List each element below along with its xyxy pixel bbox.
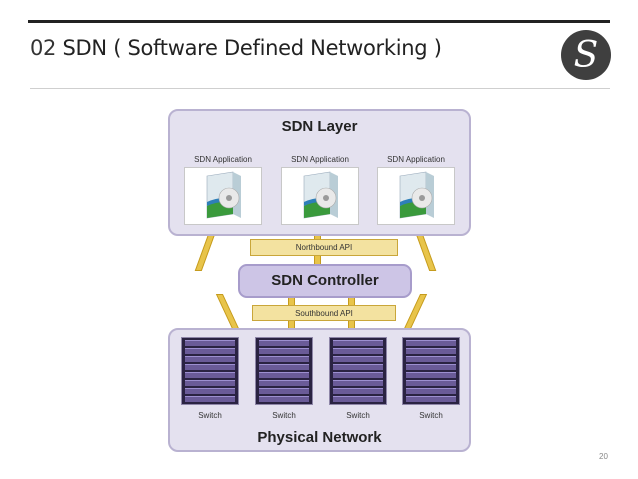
top-rule (28, 20, 610, 23)
switch-label: Switch (198, 411, 222, 420)
northbound-api-bar: Northbound API (250, 239, 398, 256)
title-text: SDN ( Software Defined Networking ) (62, 36, 442, 60)
switch: Switch (402, 337, 460, 420)
sdn-application: SDN Application (377, 154, 455, 225)
switch: Switch (329, 337, 387, 420)
physical-network-title: Physical Network (257, 429, 382, 446)
app-label: SDN Application (291, 155, 349, 164)
sdn-controller-box: SDN Controller (238, 264, 412, 298)
page-number: 20 (599, 452, 608, 461)
sdn-layer-title: SDN Layer (281, 118, 358, 135)
switch-rack-icon (402, 337, 460, 405)
switch: Switch (255, 337, 313, 420)
switch-rack-icon (329, 337, 387, 405)
switch-label: Switch (272, 411, 296, 420)
app-label: SDN Application (387, 155, 445, 164)
switch-label: Switch (419, 411, 443, 420)
switch-rack-icon (181, 337, 239, 405)
switch-label: Switch (346, 411, 370, 420)
app-box-icon (184, 167, 262, 225)
southbound-api-bar: Southbound API (252, 305, 396, 321)
app-box-icon (377, 167, 455, 225)
sdn-application: SDN Application (281, 154, 359, 225)
sdn-layer-box: SDN Layer SDN Application SDN Applicatio… (168, 109, 471, 236)
app-label: SDN Application (194, 155, 252, 164)
title-divider (30, 88, 610, 89)
slide-title: 02 SDN ( Software Defined Networking ) (30, 36, 442, 60)
switch: Switch (181, 337, 239, 420)
switch-rack-icon (255, 337, 313, 405)
app-box-icon (281, 167, 359, 225)
title-number: 02 (30, 36, 57, 60)
s-logo: S (561, 30, 611, 80)
sdn-application: SDN Application (184, 154, 262, 225)
sdn-diagram: SDN Layer SDN Application SDN Applicatio… (168, 109, 473, 454)
